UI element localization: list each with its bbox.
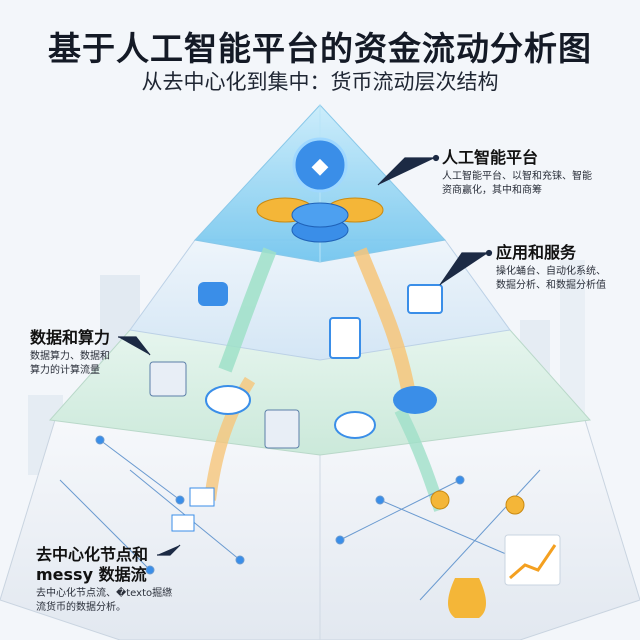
- label-data-compute: 数据和算力 数据算力、数据和算力的计算流量: [30, 328, 150, 378]
- page-title: 基于人工智能平台的资金流动分析图: [48, 29, 592, 68]
- label-title: 应用和服务: [496, 243, 577, 262]
- label-desc: 人工智能平台、以智和充铼、智能: [442, 171, 592, 182]
- server-icon: [149, 361, 187, 397]
- robot-icon: [198, 282, 228, 306]
- coin-stack-icons: ◆: [256, 137, 384, 243]
- label-desc: 资商赢化，其中和商筹: [442, 185, 542, 196]
- flow-green: [218, 247, 277, 373]
- cloud-gear-icon: [393, 386, 437, 414]
- label-title: 去中心化节点和: [36, 545, 149, 564]
- chart-window-icon: [329, 317, 361, 359]
- dashboard-icon: [407, 284, 443, 314]
- label-desc: 流货币的数据分析。: [36, 602, 126, 613]
- page-subtitle: 从去中心化到集中：货币流动层次结构: [141, 70, 499, 94]
- label-title: messy 数据流: [36, 565, 147, 584]
- label-title: 人工智能平台: [442, 148, 539, 167]
- label-desc: 去中心化节点流、�texto掘繺: [36, 588, 173, 599]
- network-nodes: [59, 435, 541, 601]
- svg-text:◆: ◆: [312, 154, 329, 179]
- label-desc: 数据算力、数据和: [30, 351, 110, 362]
- flow-orange: [353, 247, 417, 402]
- label-apps-services: 应用和服务 操化蛹台、自动化系统、数掘分析、和数掘分析值: [496, 243, 640, 293]
- label-desc: 算力的计算流量: [30, 365, 100, 376]
- cloud-network-icon: [334, 411, 376, 439]
- label-desc: 操化蛹台、自动化系统、: [496, 266, 606, 277]
- server-icon-2: [264, 409, 300, 449]
- money-bag-icon: [448, 578, 486, 618]
- label-ai-platform: 人工智能平台 人工智能平台、以智和充铼、智能资商赢化，其中和商筹: [442, 148, 637, 198]
- label-title: 数据和算力: [30, 328, 111, 347]
- label-desc: 数掘分析、和数掘分析值: [496, 280, 606, 291]
- cloud-database-icon: [205, 385, 251, 415]
- growth-chart-icon: [504, 534, 561, 586]
